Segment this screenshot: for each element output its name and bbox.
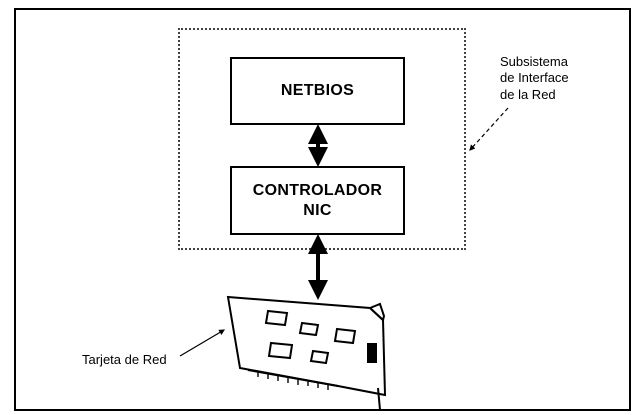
card-pointer-arrow: [180, 330, 224, 356]
network-card-icon: [228, 297, 385, 410]
subsystem-pointer-arrow: [470, 108, 508, 150]
